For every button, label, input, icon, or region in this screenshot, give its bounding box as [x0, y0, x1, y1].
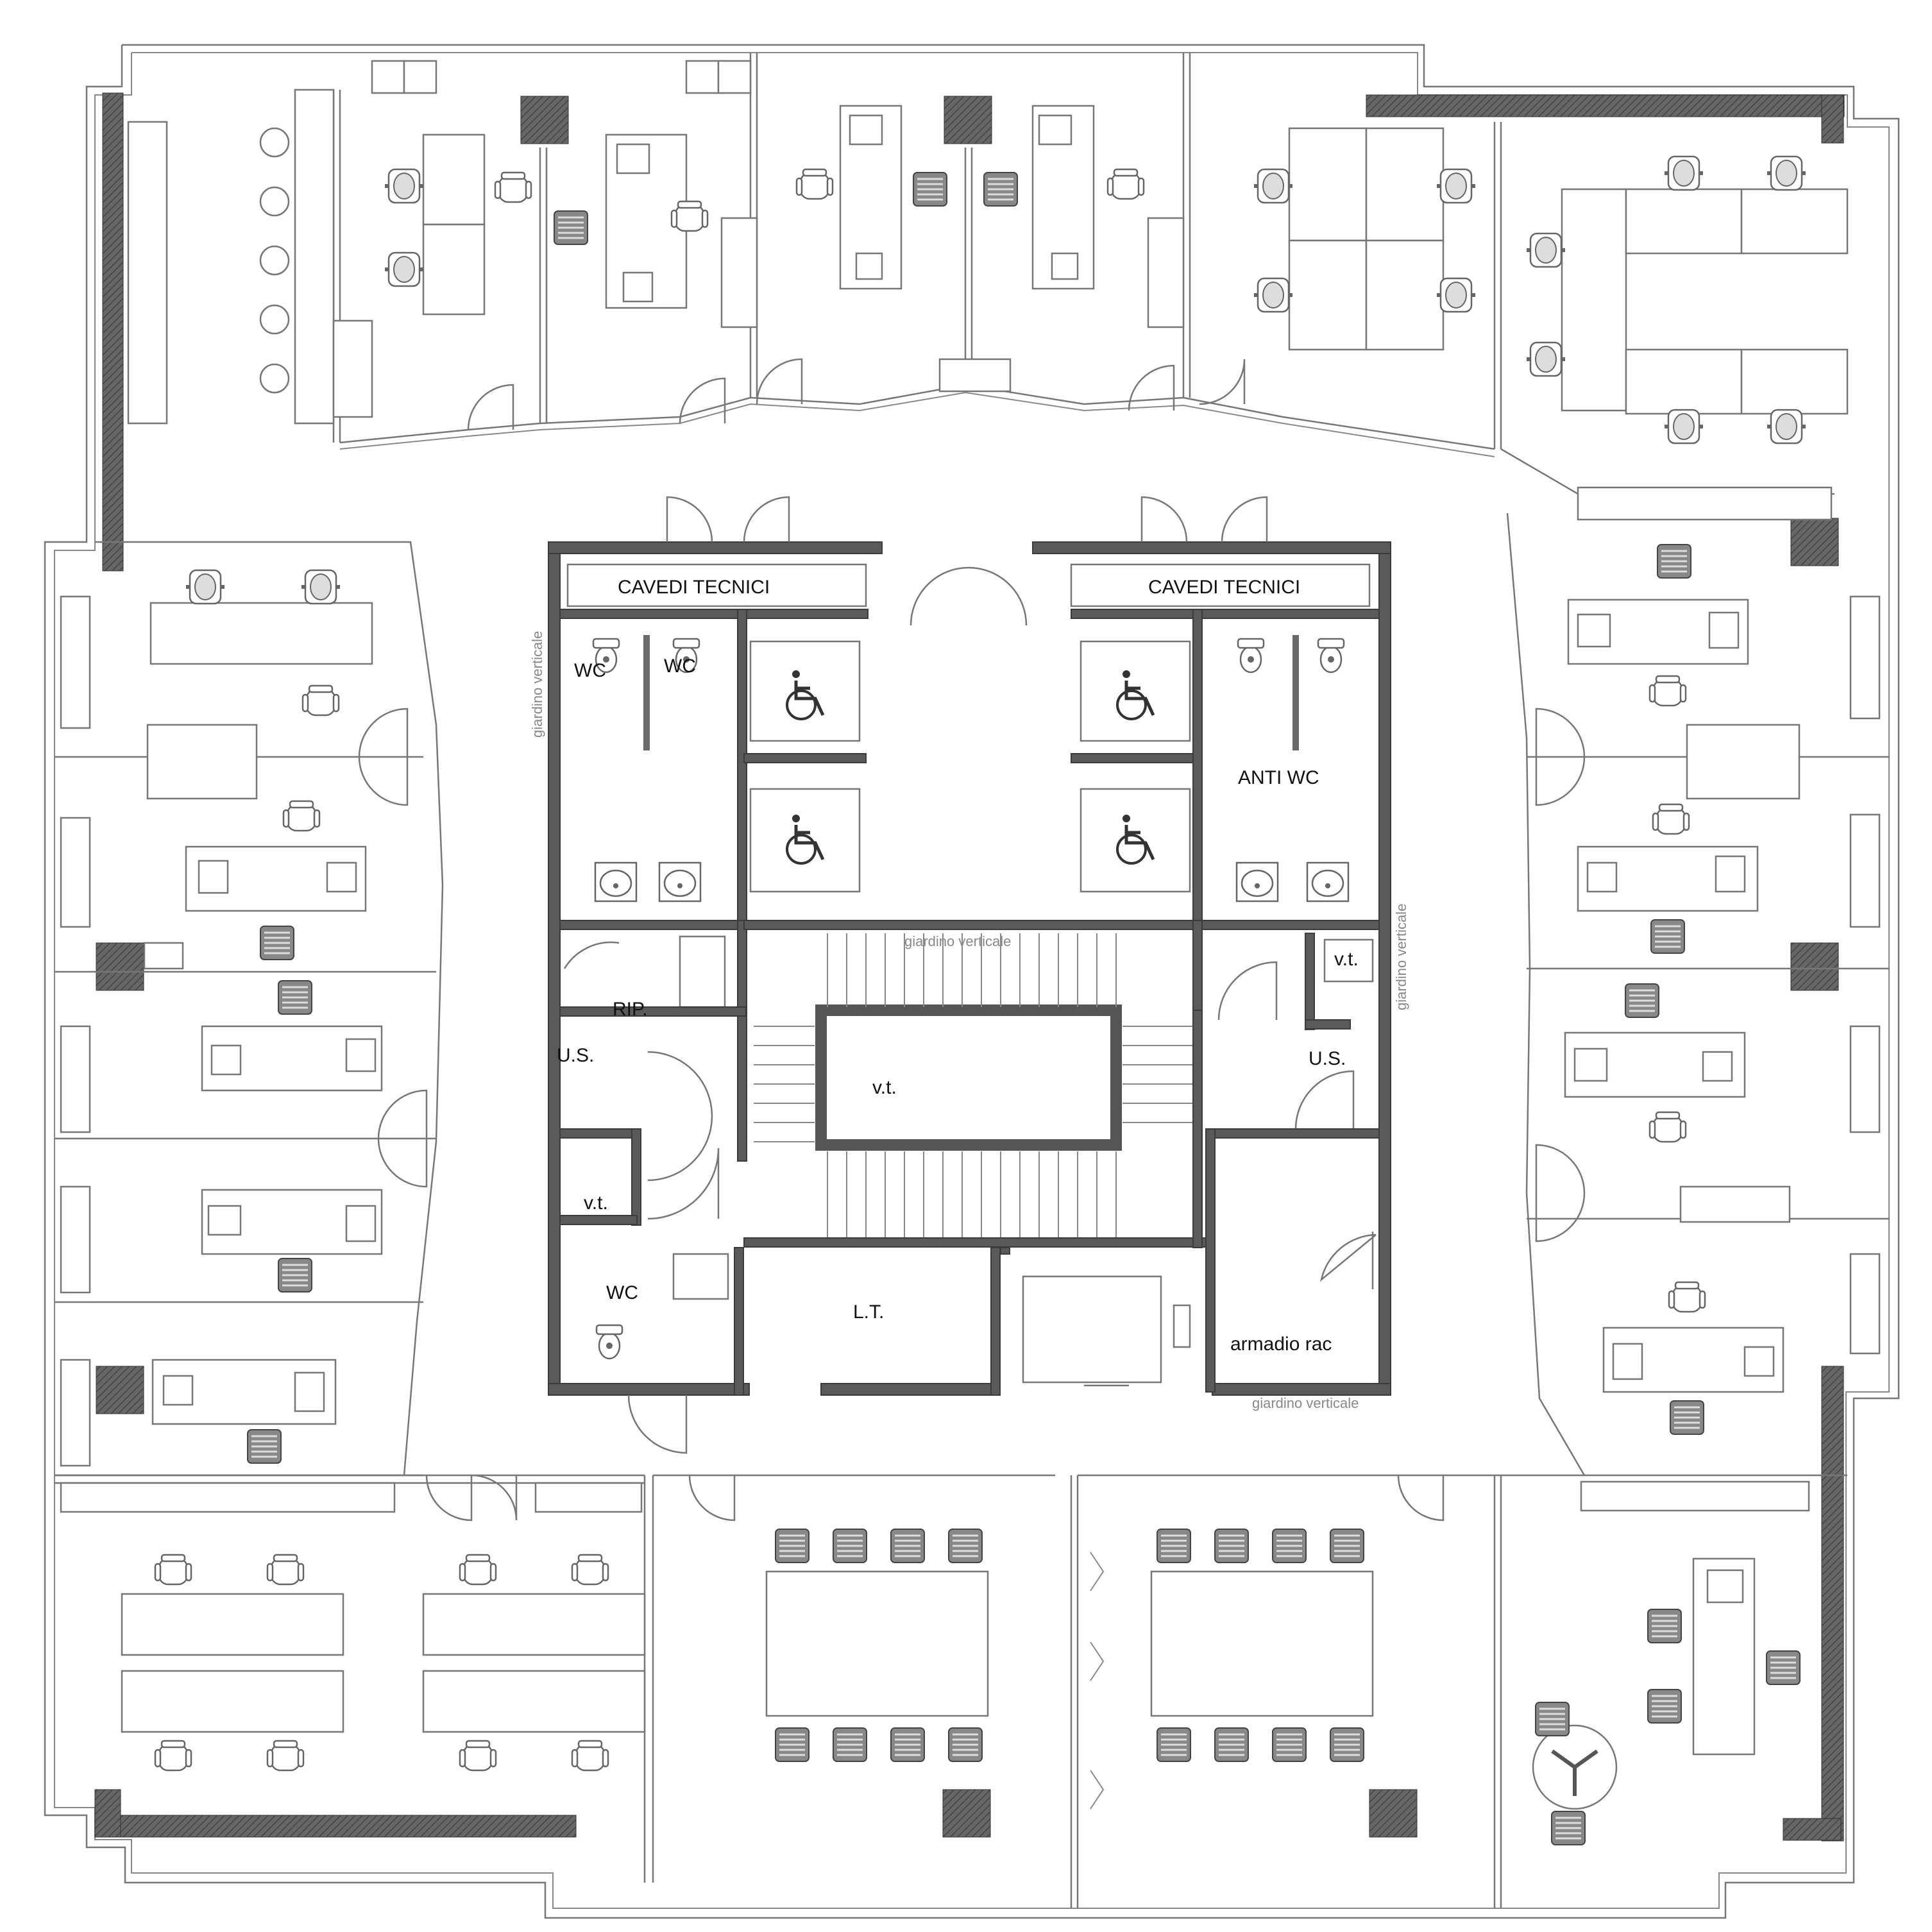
label-giardino-right: giardino verticale [1393, 904, 1409, 1010]
outer-shell [44, 44, 1900, 1919]
right-offices [1506, 513, 1889, 1476]
label-wc-1: WC [574, 660, 606, 681]
left-offices [55, 541, 444, 1477]
label-rip: RIP. [613, 999, 647, 1020]
central-core [548, 496, 1391, 1454]
label-us-left: U.S. [557, 1045, 594, 1066]
label-vt-left: v.t. [584, 1192, 608, 1214]
director-office [1493, 1474, 1847, 1908]
label-wc-3: WC [606, 1282, 638, 1303]
label-anti-wc: ANTI WC [1238, 767, 1319, 788]
label-us-right: U.S. [1309, 1048, 1346, 1069]
label-vt-center: v.t. [872, 1077, 897, 1098]
label-lt: L.T. [853, 1301, 884, 1323]
bottom-left-office [55, 1474, 654, 1883]
top-offices [127, 53, 1849, 521]
label-giardino-bottom: giardino verticale [1252, 1395, 1359, 1411]
label-giardino-center: giardino verticale [904, 933, 1011, 949]
label-giardino-left: giardino verticale [529, 631, 545, 738]
label-armadio: armadio rac [1230, 1334, 1332, 1355]
meeting-rooms [653, 1474, 1495, 1908]
label-vt-right: v.t. [1334, 949, 1359, 970]
label-cavedi-right: CAVEDI TECNICI [1148, 577, 1300, 598]
room-labels: CAVEDI TECNICI CAVEDI TECNICI WC WC ANTI… [529, 577, 1409, 1411]
label-cavedi-left: CAVEDI TECNICI [618, 577, 770, 598]
label-wc-2: WC [664, 656, 696, 677]
